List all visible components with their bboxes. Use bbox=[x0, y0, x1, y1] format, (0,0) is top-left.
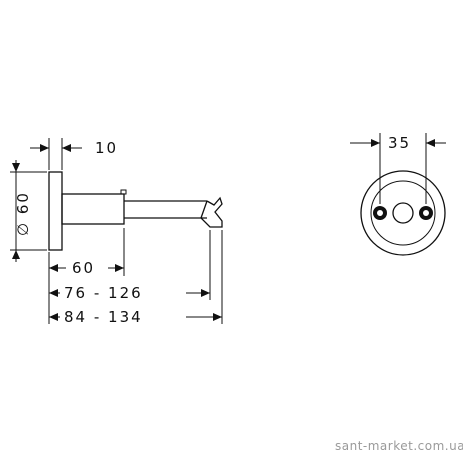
hook-end bbox=[200, 196, 223, 228]
dim-range-long: 84 - 134 bbox=[48, 230, 223, 326]
watermark: sant-market.com.ua bbox=[335, 439, 463, 453]
dim-diameter: ∅ 60 bbox=[10, 160, 47, 262]
dim-range-long-label: 84 - 134 bbox=[64, 308, 143, 326]
side-view bbox=[48, 171, 223, 251]
flange-inner-circle bbox=[370, 180, 436, 246]
wall-flange bbox=[48, 171, 63, 251]
dim-front-spacing-label: 35 bbox=[388, 134, 411, 152]
dim-flange-thickness-label: 10 bbox=[95, 139, 118, 157]
stem-collar-cap bbox=[120, 189, 127, 195]
mounting-hole-right-slot bbox=[423, 210, 429, 216]
front-view bbox=[360, 170, 446, 256]
dim-stem-length: 60 bbox=[48, 228, 125, 277]
dim-front-spacing: 35 bbox=[350, 133, 446, 204]
dim-range-short-label: 76 - 126 bbox=[64, 284, 143, 302]
center-hole bbox=[392, 202, 414, 224]
dim-range-short: 76 - 126 bbox=[48, 230, 211, 302]
mounting-hole-left-slot bbox=[377, 210, 383, 216]
stem-body bbox=[61, 193, 125, 225]
dim-stem-length-label: 60 bbox=[72, 259, 95, 277]
flange-outer-circle bbox=[360, 170, 446, 256]
dim-flange-thickness: 10 bbox=[30, 138, 118, 170]
dim-diameter-label: ∅ 60 bbox=[14, 191, 32, 236]
